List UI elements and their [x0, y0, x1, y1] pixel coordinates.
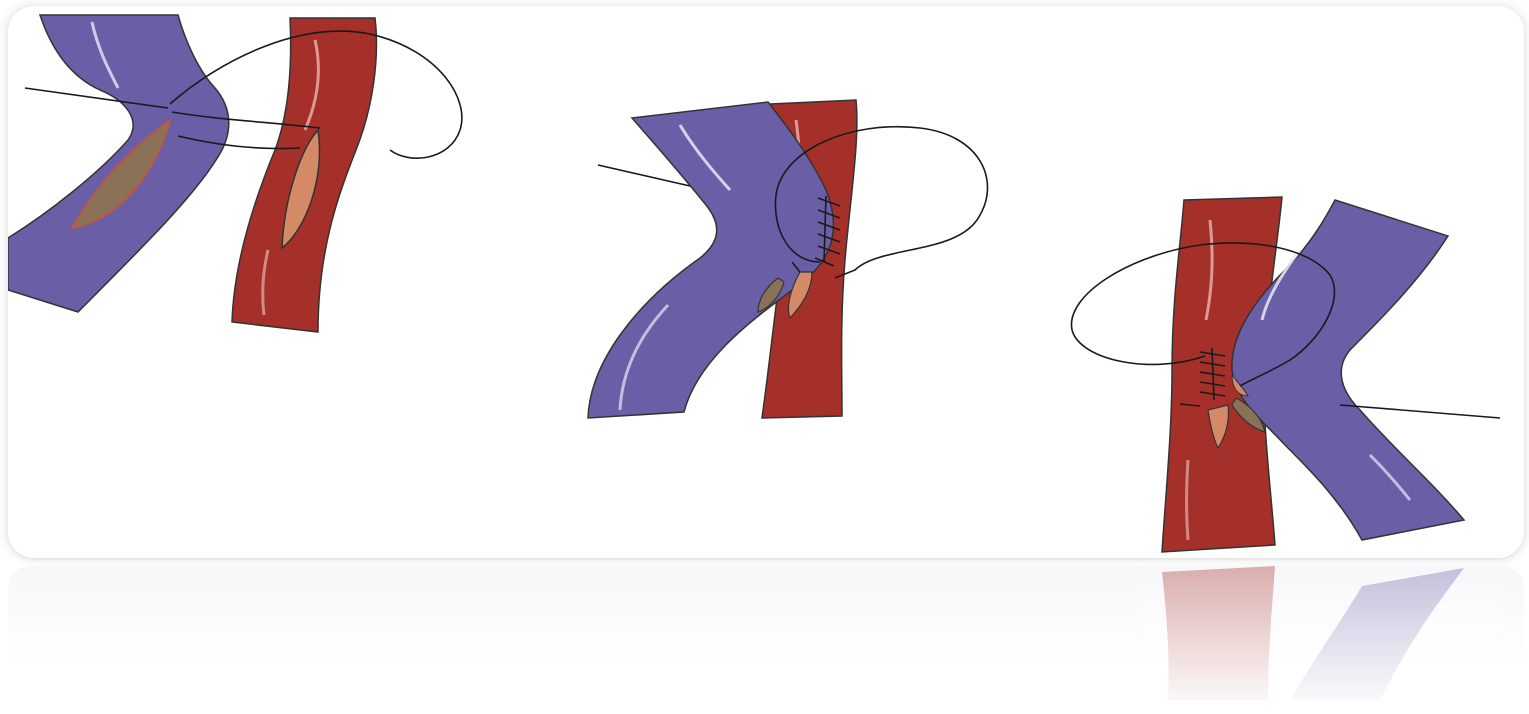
- panel-2-vein-and-artery: [588, 100, 988, 418]
- panel-1-vein-and-artery: [8, 15, 462, 332]
- panel-3-vein-and-artery: [1071, 197, 1500, 552]
- panel-1-vein: [8, 15, 229, 312]
- panel-3-artery-highlight-lower: [1187, 460, 1189, 540]
- reflection-fade: [1140, 560, 1500, 714]
- panel-3-reflection: [1140, 560, 1500, 714]
